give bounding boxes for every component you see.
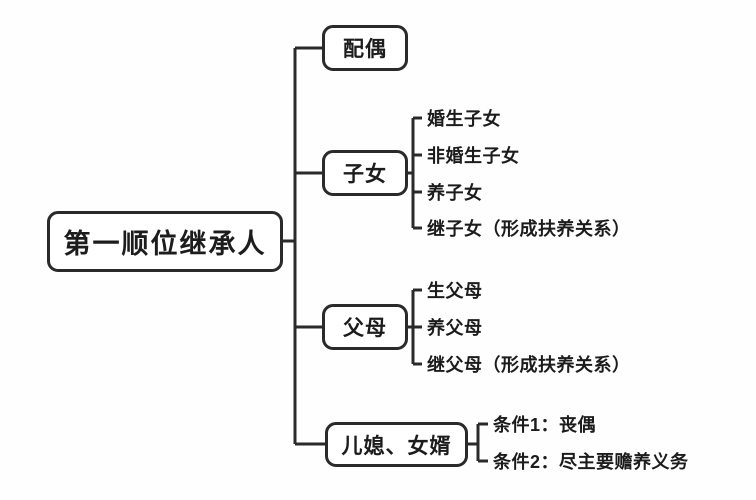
inlaws-bracket-line (468, 422, 488, 463)
node-children-label: 子女 (343, 163, 387, 186)
leaf-step-parents: 继父母（形成扶养关系） (427, 355, 631, 375)
trunk-connector-line (283, 46, 325, 446)
parents-bracket-line (408, 288, 422, 366)
node-spouse: 配偶 (322, 25, 408, 71)
leaf-biological-parents: 生父母 (427, 281, 483, 301)
leaf-marital-children: 婚生子女 (427, 109, 501, 129)
leaf-step-children: 继子女（形成扶养关系） (427, 219, 631, 239)
leaf-condition-2-support-duty: 条件2：尽主要赡养义务 (493, 452, 689, 472)
leaf-nonmarital-children: 非婚生子女 (427, 146, 520, 166)
leaf-condition-1-widowed: 条件1：丧偶 (493, 415, 597, 435)
children-bracket-line (408, 116, 422, 230)
node-children: 子女 (322, 150, 408, 196)
leaf-adoptive-parents: 养父母 (427, 318, 483, 338)
node-parents-label: 父母 (343, 317, 387, 340)
root-node-label: 第一顺位继承人 (63, 229, 267, 259)
node-inlaws: 儿媳、女婿 (325, 422, 468, 467)
node-inlaws-label: 儿媳、女婿 (341, 434, 452, 458)
leaf-adopted-children: 养子女 (427, 183, 483, 203)
node-spouse-label: 配偶 (343, 38, 387, 61)
node-parents: 父母 (322, 304, 408, 350)
root-node-first-order-heirs: 第一顺位继承人 (47, 211, 283, 272)
